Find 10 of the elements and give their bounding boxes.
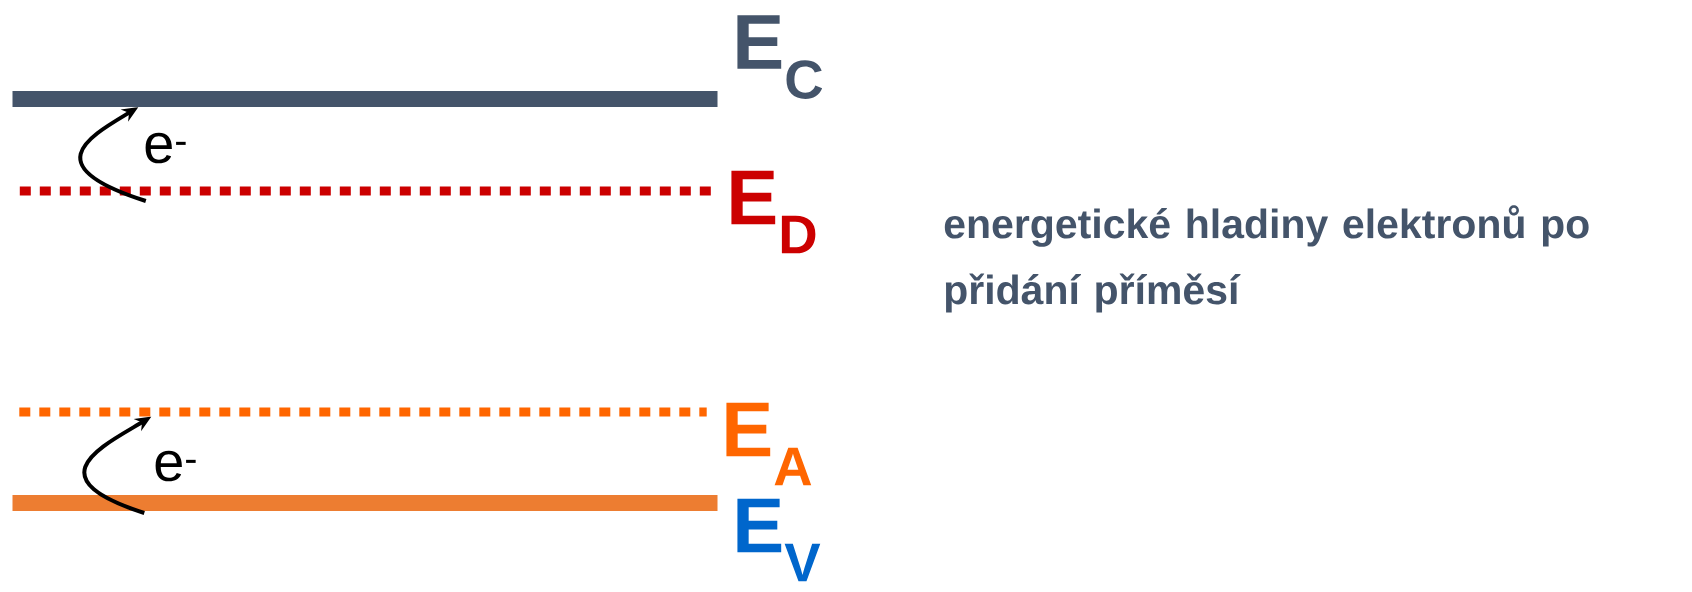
dotted-level-line — [19, 407, 707, 417]
edge-label: e$^{-}$ — [155, 450, 196, 482]
arrow — [78, 107, 147, 203]
level-label: E$_{V}$ — [737, 498, 821, 582]
level-label: E$_{C}$ — [737, 15, 823, 99]
dotted-level-line — [19, 186, 713, 196]
edge-label: e$^{-}$ — [145, 132, 186, 164]
level-label: E$_{A}$ — [726, 402, 812, 486]
caption-text: energetické hladiny elektronů po přidání příměsí — [944, 205, 1589, 313]
level-label: E$_{D}$ — [731, 170, 816, 254]
